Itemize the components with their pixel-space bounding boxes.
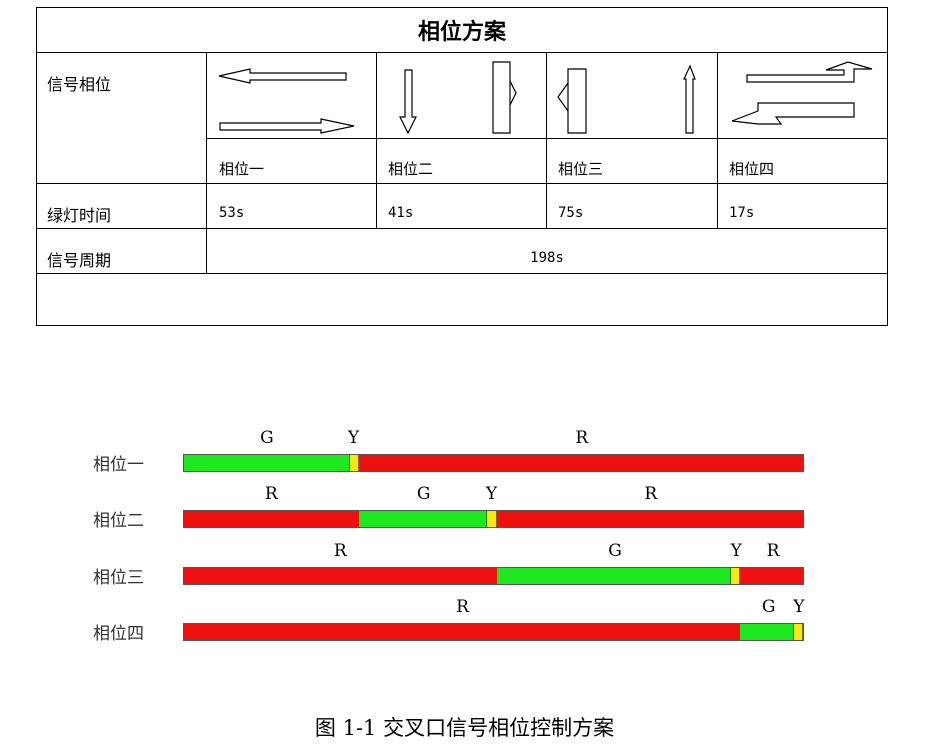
timing-segment-letter: Y: [347, 428, 360, 448]
timing-segment-letter: Y: [485, 484, 498, 504]
timing-segment-R: [184, 624, 741, 640]
phase1-name: 相位一: [219, 160, 265, 178]
timing-segment-letter: R: [264, 484, 278, 504]
timing-segment-letter: R: [333, 541, 347, 561]
timing-segment-Y: [487, 511, 497, 527]
phase4-green-time: 17s: [729, 205, 755, 221]
timing-segment-letter: G: [608, 541, 622, 561]
timing-segment-letter: R: [456, 597, 469, 617]
timing-bar: [183, 567, 804, 585]
timing-row-label: 相位二: [93, 511, 144, 531]
phase-plan-table: 相位方案 信号相位 绿灯时间 信号周期 相位一 相位二 相位三 相位四 53s …: [36, 7, 888, 326]
timing-segment-Y: [349, 455, 360, 471]
phase2-green-time: 41s: [388, 205, 414, 221]
phase2-arrows-icon: [399, 61, 517, 135]
figure-caption: 图 1-1 交叉口信号相位控制方案: [314, 716, 615, 740]
timing-segment-G: [496, 568, 732, 584]
cycle-label: 信号周期: [47, 251, 112, 270]
phase4-arrows-icon: [731, 61, 873, 125]
timing-segment-letter: R: [575, 428, 589, 448]
timing-segment-letter: G: [416, 484, 431, 504]
timing-segment-letter: Y: [730, 541, 742, 561]
timing-segment-Y: [793, 624, 803, 640]
timing-bar: [183, 623, 804, 641]
timing-segment-G: [359, 511, 488, 527]
phase1-green-time: 53s: [219, 205, 245, 221]
timing-row-label: 相位一: [93, 455, 144, 475]
signal-phase-label: 信号相位: [47, 75, 112, 94]
phase4-name: 相位四: [729, 160, 775, 178]
timing-bar: [183, 454, 804, 472]
phase1-arrows-icon: [218, 68, 355, 134]
timing-segment-letter: Y: [793, 597, 805, 617]
timing-bar: [183, 510, 804, 528]
timing-segment-letter: R: [766, 541, 780, 561]
green-time-label: 绿灯时间: [47, 206, 112, 225]
timing-segment-letter: R: [644, 484, 658, 504]
timing-segment-letter: G: [761, 597, 776, 617]
timing-segment-R: [359, 455, 803, 471]
timing-segment-G: [740, 624, 794, 640]
phase3-arrows-icon: [557, 64, 696, 134]
phase3-green-time: 75s: [558, 205, 584, 221]
timing-row-label: 相位三: [93, 568, 144, 588]
timing-segment-letter: G: [260, 428, 274, 448]
cycle-value: 198s: [530, 250, 564, 266]
phase2-name: 相位二: [388, 160, 434, 178]
table-title: 相位方案: [417, 18, 506, 45]
timing-segment-R: [740, 568, 803, 584]
timing-segment-R: [184, 568, 497, 584]
timing-row-label: 相位四: [93, 624, 144, 644]
timing-segment-R: [496, 511, 803, 527]
timing-segment-R: [184, 511, 360, 527]
timing-segment-G: [184, 455, 350, 471]
phase3-name: 相位三: [558, 160, 604, 178]
table-grid: [36, 7, 888, 326]
timing-segment-Y: [731, 568, 741, 584]
